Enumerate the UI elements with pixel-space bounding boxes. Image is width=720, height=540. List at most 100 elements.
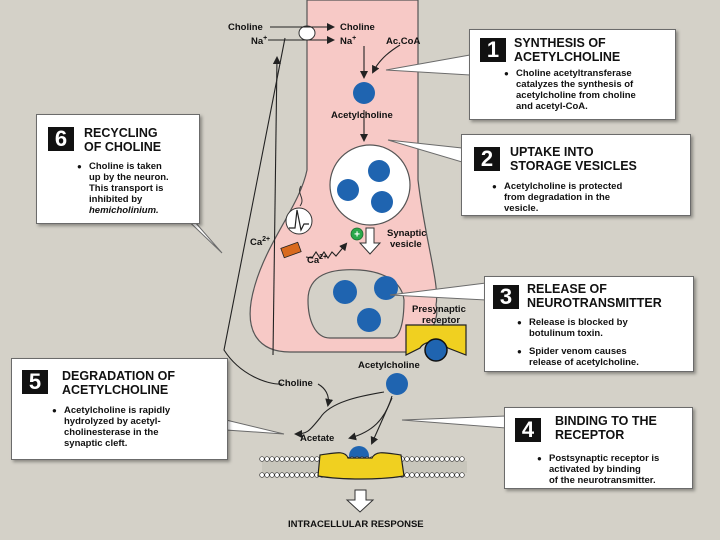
action-potential-icon — [285, 185, 313, 235]
label-acetyl-coa: Ac.CoA — [386, 36, 420, 47]
arrow — [348, 395, 393, 441]
label-calcium-outside: Ca2+ — [250, 236, 270, 248]
choline-transporter — [298, 25, 316, 41]
label-acetylcholine-synthesis: Acetylcholine — [331, 110, 393, 121]
lipid-head — [424, 472, 430, 478]
label-calcium-inside: Ca2+ — [307, 254, 327, 266]
lipid-head — [404, 472, 410, 478]
lipid-head — [284, 472, 290, 478]
lipid-head — [299, 456, 305, 462]
plus-marker-sign: + — [354, 230, 360, 241]
acetylcholine-molecule — [333, 280, 357, 304]
lipid-head — [284, 456, 290, 462]
label-choline-inside: Choline — [340, 22, 375, 33]
response-hollow-arrow — [345, 489, 375, 513]
arrow — [305, 242, 348, 259]
lipid-head — [434, 456, 440, 462]
step-4-binding-box: 4 Binding to thereceptor Postsynaptic re… — [504, 407, 693, 489]
step-number: 3 — [493, 285, 519, 309]
acetylcholine-molecule — [371, 191, 393, 213]
lipid-head — [314, 456, 320, 462]
lipid-head — [279, 456, 285, 462]
lipid-head — [409, 472, 415, 478]
lipid-head — [304, 456, 310, 462]
postsynaptic-receptor — [317, 452, 405, 480]
step-title: Binding to thereceptor — [555, 414, 657, 442]
lipid-head — [274, 472, 280, 478]
lipid-head — [449, 456, 455, 462]
step-title: Release ofneurotransmitter — [527, 282, 662, 310]
label-synaptic-vesicle-line1: Synaptic — [387, 228, 427, 239]
lipid-head — [454, 456, 460, 462]
step-2-uptake-box: 2 Uptake intostorage vesicles Acetylchol… — [461, 134, 691, 216]
lipid-head — [299, 472, 305, 478]
acetylcholine-molecule — [357, 308, 381, 332]
label-acetate: Acetate — [300, 433, 334, 444]
label-na-inside: Na+ — [340, 35, 356, 47]
choline-return-path — [223, 37, 286, 385]
calcium-channel — [280, 241, 302, 259]
label-choline-outside: Choline — [228, 22, 263, 33]
step-title: Recyclingof choline — [84, 126, 162, 154]
callout-pointer-5 — [225, 419, 285, 435]
release-hollow-arrow — [358, 227, 382, 255]
acetylcholine-molecule — [368, 160, 390, 182]
lipid-head — [439, 472, 445, 478]
lipid-head — [304, 472, 310, 478]
arrow — [370, 397, 393, 445]
acetylcholine-molecule — [386, 373, 408, 395]
label-choline-cleft: Choline — [278, 378, 313, 389]
acetylcholine-molecule — [337, 179, 359, 201]
step-number: 1 — [480, 38, 506, 62]
lipid-head — [444, 456, 450, 462]
lipid-head — [264, 472, 270, 478]
lipid-head — [289, 472, 295, 478]
lipid-head — [309, 472, 315, 478]
plus-marker — [350, 227, 364, 241]
lipid-head — [434, 472, 440, 478]
label-na-outside: Na+ — [251, 35, 267, 47]
lipid-head — [294, 456, 300, 462]
acetylcholine-molecule — [374, 276, 398, 300]
step-6-recycling-box: 6 Recyclingof choline Choline is takenup… — [36, 114, 200, 224]
lipid-head — [444, 472, 450, 478]
callout-pointer-4 — [401, 415, 507, 429]
step-number: 4 — [515, 418, 541, 442]
label-synaptic-vesicle-line2: vesicle — [390, 239, 422, 250]
lipid-head — [429, 456, 435, 462]
lipid-head — [269, 456, 275, 462]
step-3-release-box: 3 Release ofneurotransmitter Release is … — [484, 276, 694, 372]
lipid-head — [414, 456, 420, 462]
lipid-head — [259, 456, 265, 462]
lipid-head — [459, 456, 465, 462]
lipid-head — [429, 472, 435, 478]
lipid-head — [269, 472, 275, 478]
lipid-head — [279, 472, 285, 478]
lipid-head — [424, 456, 430, 462]
acetylcholine-molecule — [353, 82, 375, 104]
acetylcholine-molecule — [424, 338, 448, 362]
label-intracellular-response: INTRACELLULAR RESPONSE — [288, 519, 424, 530]
arrow — [372, 44, 401, 74]
lipid-head — [459, 472, 465, 478]
step-number: 5 — [22, 370, 48, 394]
step-number: 2 — [474, 147, 500, 171]
label-presynaptic-receptor-line1: Presynaptic — [412, 304, 466, 315]
lipid-head — [259, 472, 265, 478]
lipid-head — [404, 456, 410, 462]
lipid-head — [274, 456, 280, 462]
lipid-head — [419, 472, 425, 478]
lipid-head — [289, 456, 295, 462]
lipid-head — [294, 472, 300, 478]
